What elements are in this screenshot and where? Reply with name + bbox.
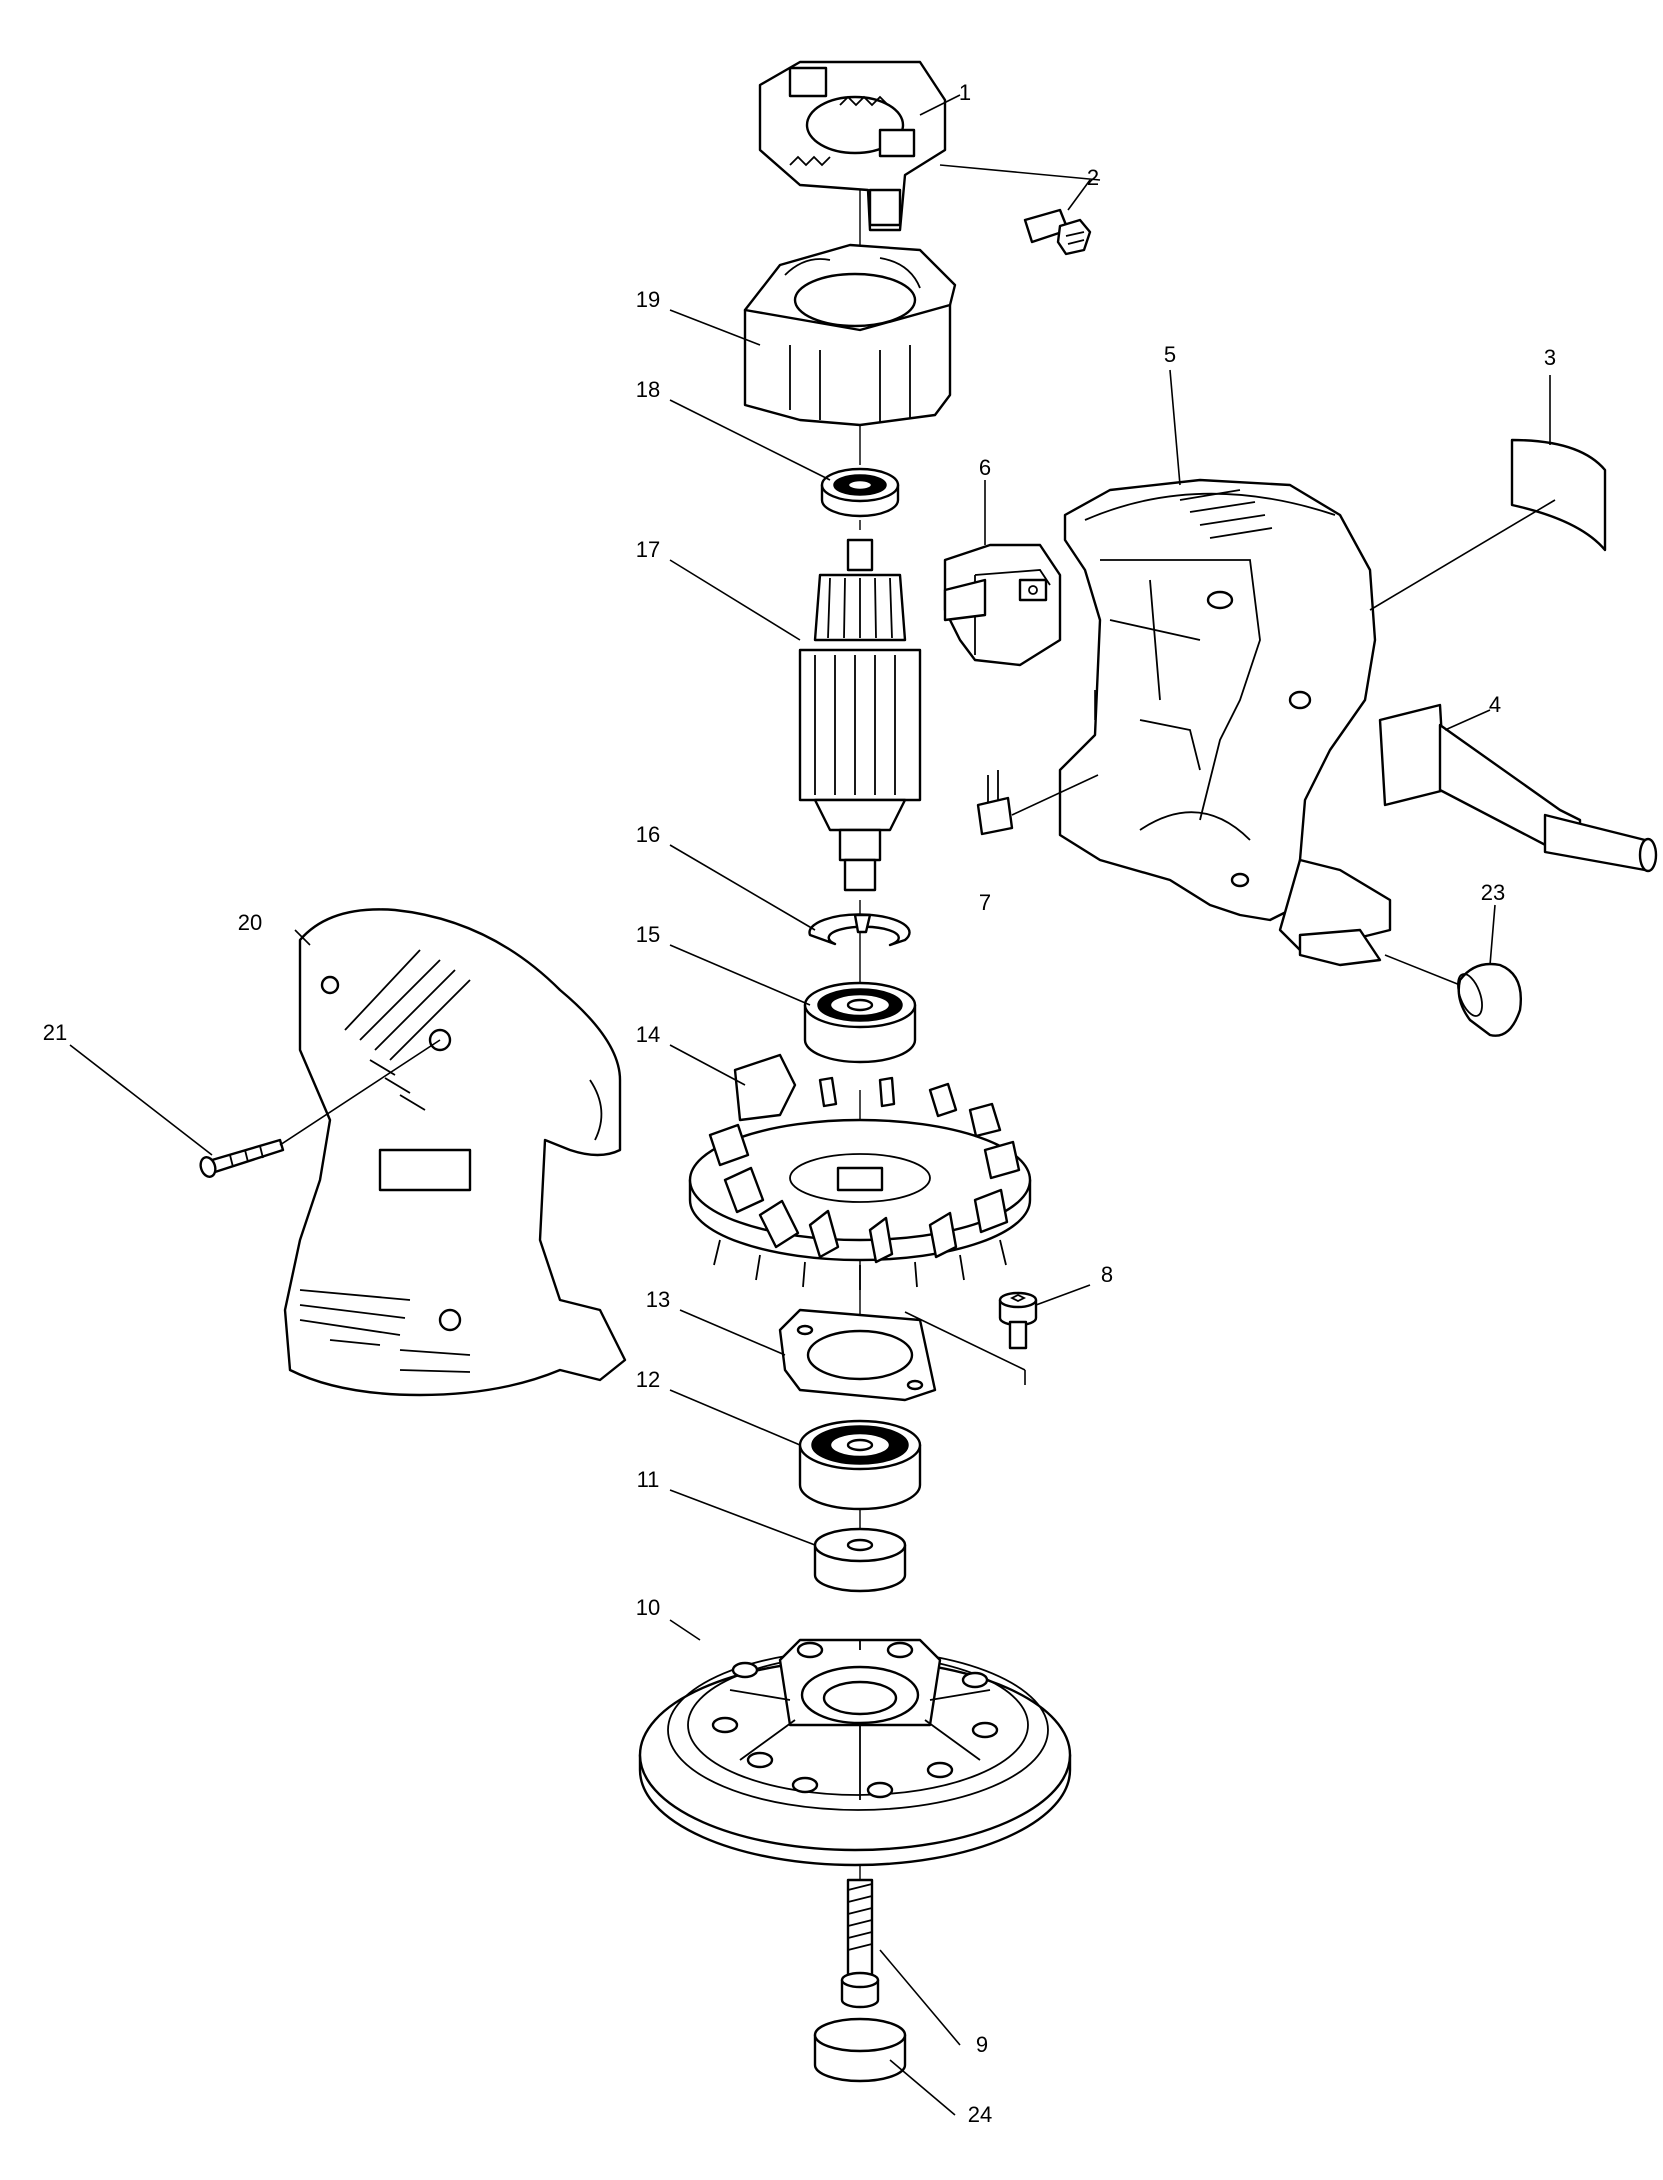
part-ball-bearing-upper (820, 467, 900, 518)
label-part-9: 9 (976, 2032, 988, 2057)
part-labels: 1 2 3 4 5 6 7 8 9 10 11 12 13 14 15 16 1… (43, 80, 1556, 2127)
label-part-6: 6 (979, 455, 991, 480)
part-handle-housing (1058, 478, 1392, 967)
part-armature (798, 538, 922, 892)
label-part-20: 20 (238, 910, 262, 935)
part-ball-bearing-middle (803, 981, 917, 1064)
label-part-8: 8 (1101, 1262, 1113, 1287)
leader-lines (69, 94, 1556, 2116)
label-part-19: 19 (636, 287, 660, 312)
label-part-16: 16 (636, 822, 660, 847)
part-cord-guard (1378, 703, 1658, 873)
part-brush-holder-assembly (758, 60, 947, 232)
label-part-23: 23 (1481, 880, 1505, 905)
part-carbon-brush (1023, 208, 1092, 256)
part-ball-bearing-lower (798, 1419, 922, 1511)
part-noise-suppressor (976, 770, 1014, 836)
label-part-7: 7 (979, 890, 991, 915)
label-part-3: 3 (1544, 345, 1556, 370)
part-tapping-screw (199, 1138, 285, 1178)
part-balance-washer (813, 1527, 907, 1593)
part-sanding-pad (638, 1638, 1072, 1867)
label-part-11: 11 (637, 1467, 660, 1492)
part-pad-screw (840, 1878, 880, 2009)
label-part-5: 5 (1164, 342, 1176, 367)
part-hex-socket-head-bolt (998, 1291, 1038, 1350)
label-part-10: 10 (636, 1595, 660, 1620)
part-switch (943, 543, 1062, 667)
part-motor-housing (283, 908, 627, 1397)
label-part-4: 4 (1489, 692, 1501, 717)
part-retaining-ring (808, 913, 911, 947)
label-part-24: 24 (968, 2102, 992, 2127)
part-field (743, 243, 957, 427)
part-cap (1457, 962, 1522, 1037)
label-part-14: 14 (636, 1022, 660, 1047)
label-part-17: 17 (636, 537, 660, 562)
part-bearing-retainer (778, 1308, 937, 1402)
label-part-2: 2 (1087, 165, 1099, 190)
label-part-13: 13 (646, 1287, 670, 1312)
label-part-12: 12 (636, 1367, 660, 1392)
part-name-plate (1510, 438, 1607, 552)
part-pad-cap (813, 2017, 907, 2083)
label-part-21: 21 (43, 1020, 67, 1045)
label-part-15: 15 (636, 922, 660, 947)
label-part-18: 18 (636, 377, 660, 402)
label-part-1: 1 (959, 80, 971, 105)
part-fan (688, 1053, 1032, 1290)
